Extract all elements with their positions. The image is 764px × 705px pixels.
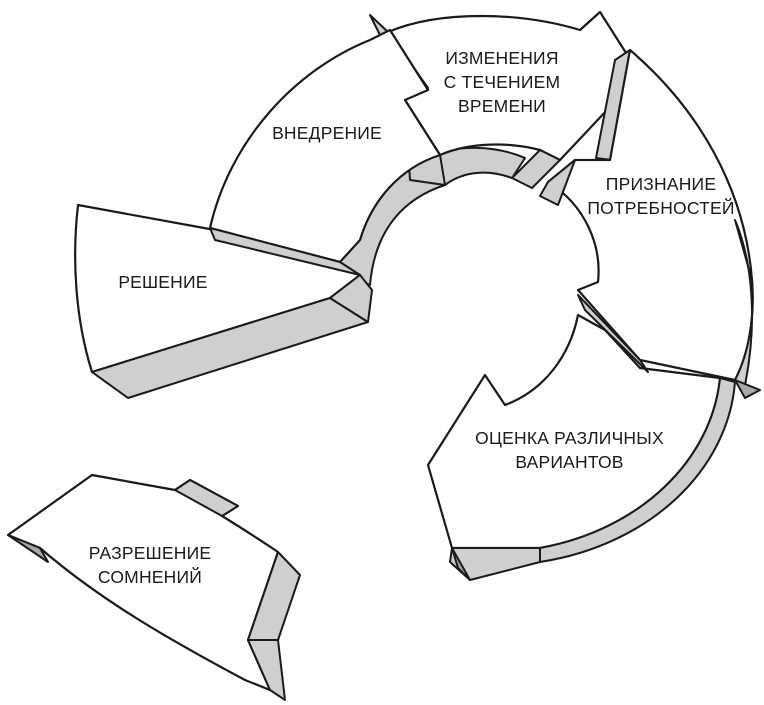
segment-evaluation-of-options	[426, 294, 736, 581]
segment-resolution-of-doubts	[6, 473, 301, 701]
segment-implementation	[208, 28, 442, 276]
label-decision: РЕШЕНИЕ	[118, 272, 208, 292]
label-changes-over-time: ИЗМЕНЕНИЯ С ТЕЧЕНИЕМ ВРЕМЕНИ	[443, 48, 561, 116]
label-recognition-of-needs: ПРИЗНАНИЕ ПОТРЕБНОСТЕЙ	[587, 174, 735, 218]
segment-recognition-of-needs	[539, 48, 761, 399]
label-implementation: ВНЕДРЕНИЕ	[272, 123, 382, 143]
label-evaluation-of-options: ОЦЕНКА РАЗЛИЧНЫХ ВАРИАНТОВ	[475, 428, 664, 472]
segment-decision	[74, 203, 373, 399]
label-resolution-of-doubts: РАЗРЕШЕНИЕ СОМНЕНИЙ	[88, 543, 212, 587]
